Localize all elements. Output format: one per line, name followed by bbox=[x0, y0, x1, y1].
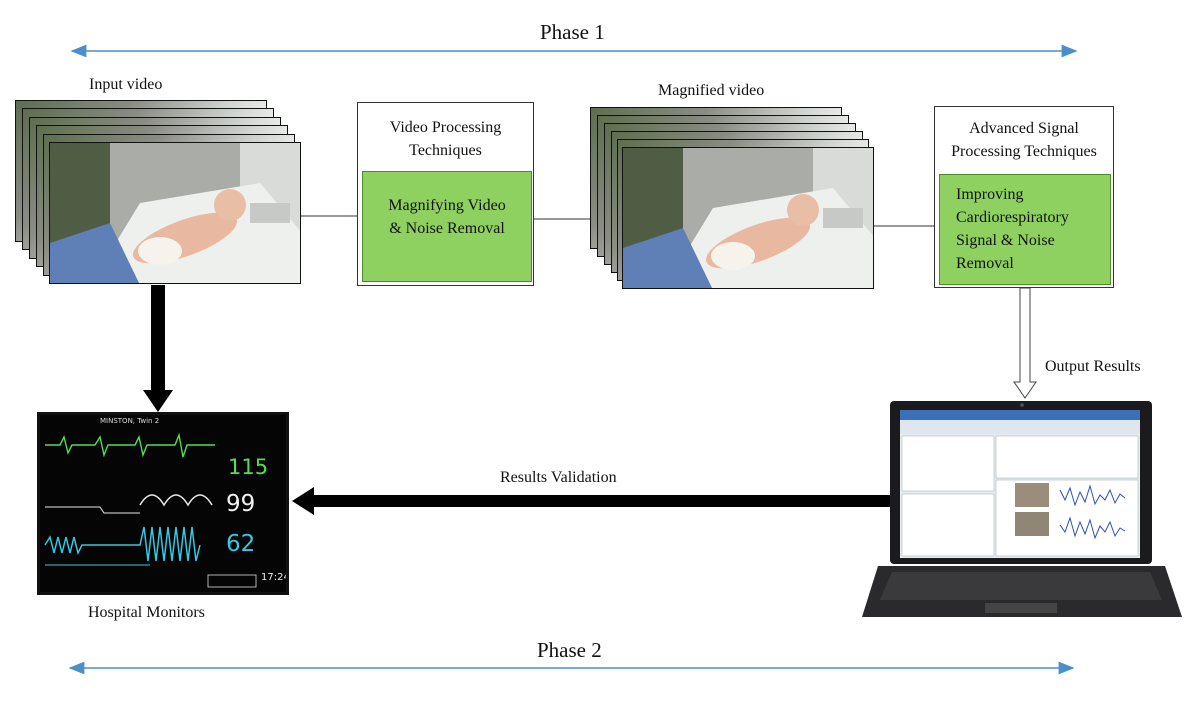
magnifying-line-2: & Noise Removal bbox=[389, 220, 505, 237]
video-frame-front bbox=[622, 147, 874, 289]
validation-arrow-head bbox=[292, 487, 314, 515]
monitor-waveforms bbox=[44, 432, 257, 588]
heart-rate-value: 115 bbox=[228, 455, 269, 479]
hospital-monitor: MINSTON, Twin 2 115 99 62 17:24 bbox=[37, 412, 289, 595]
improving-line-4: Removal bbox=[956, 255, 1014, 272]
matlab-window bbox=[900, 410, 1140, 557]
validation-arrow-shaft bbox=[312, 495, 890, 507]
spo2-value: 99 bbox=[226, 491, 256, 517]
video-processing-title-2: Techniques bbox=[409, 142, 482, 159]
improving-line-3: Signal & Noise bbox=[956, 232, 1055, 249]
magnified-video-caption: Magnified video bbox=[658, 82, 765, 99]
hospital-monitors-caption: Hospital Monitors bbox=[88, 604, 205, 621]
magnifying-video-box: Magnifying Video & Noise Removal bbox=[362, 171, 532, 282]
phase-2-label: Phase 2 bbox=[537, 638, 602, 662]
infant-photo bbox=[50, 143, 300, 283]
video-processing-box: Video Processing Techniques Magnifying V… bbox=[357, 102, 534, 286]
output-hollow-arrow bbox=[1013, 287, 1037, 399]
signal-processing-title-1: Advanced Signal bbox=[969, 120, 1079, 137]
laptop-screen bbox=[900, 410, 1140, 558]
video-processing-title-1: Video Processing bbox=[389, 119, 502, 136]
improving-line-1: Improving bbox=[956, 186, 1024, 203]
infant-photo-magnified bbox=[623, 148, 873, 288]
improving-line-2: Cardiorespiratory bbox=[956, 209, 1069, 226]
monitor-clock: 17:24 bbox=[261, 572, 289, 583]
resp-value: 62 bbox=[226, 531, 256, 557]
improving-signal-box: Improving Cardiorespiratory Signal & Noi… bbox=[939, 174, 1111, 285]
magnifying-line-1: Magnifying Video bbox=[388, 197, 506, 214]
output-results-label: Output Results bbox=[1045, 358, 1141, 375]
input-video-caption: Input video bbox=[89, 76, 163, 93]
monitor-header: MINSTON, Twin 2 bbox=[100, 417, 160, 425]
video-frame-front bbox=[49, 142, 301, 284]
down-arrow-shaft bbox=[151, 285, 165, 393]
down-arrow-head bbox=[143, 390, 173, 412]
results-validation-label: Results Validation bbox=[500, 469, 617, 486]
phase-1-label: Phase 1 bbox=[540, 20, 605, 44]
signal-processing-title-2: Processing Techniques bbox=[951, 143, 1097, 160]
signal-processing-box: Advanced Signal Processing Techniques Im… bbox=[934, 106, 1114, 288]
